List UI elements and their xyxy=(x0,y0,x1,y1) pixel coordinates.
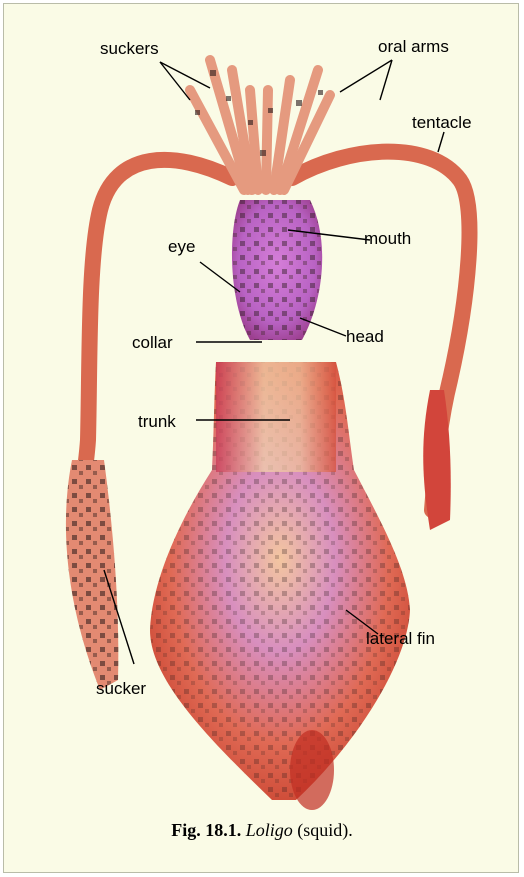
figure-caption: Fig. 18.1. Loligo (squid). xyxy=(0,820,524,841)
label-mouth: mouth xyxy=(364,230,411,247)
caption-number: Fig. 18.1. xyxy=(171,820,241,840)
fin-dark-spot xyxy=(290,730,334,810)
label-tentacle: tentacle xyxy=(412,114,472,131)
label-sucker: sucker xyxy=(96,680,146,697)
label-collar: collar xyxy=(132,334,173,351)
caption-genus: Loligo xyxy=(246,820,293,840)
left-club-speckle xyxy=(66,460,118,690)
label-trunk: trunk xyxy=(138,413,176,430)
label-head: head xyxy=(346,328,384,345)
caption-common-name: (squid). xyxy=(297,820,353,840)
label-lateral-fin: lateral fin xyxy=(366,630,435,647)
label-suckers: suckers xyxy=(100,40,159,57)
label-oral-arms: oral arms xyxy=(378,38,449,55)
right-tentacle-club xyxy=(423,390,451,530)
trunk-upper xyxy=(216,362,336,472)
label-eye: eye xyxy=(168,238,195,255)
